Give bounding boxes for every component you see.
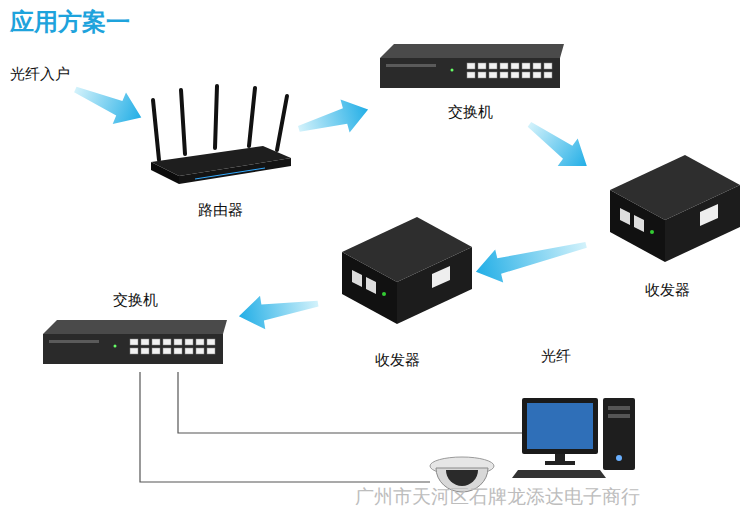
device-label: 光纤入户 [10, 64, 70, 84]
device-illustration [322, 212, 472, 370]
watermark-text: 广州市天河区石牌龙添达电子商行 [355, 485, 640, 507]
device-illustration [145, 82, 295, 220]
device-label: 收发器 [322, 350, 472, 370]
flow-arrow [528, 122, 587, 166]
device-node: 交换机 [372, 40, 568, 122]
device-label: 路由器 [145, 200, 295, 220]
flow-arrow [74, 87, 141, 124]
device-node: 收发器 [322, 212, 472, 370]
device-node: 收发器 [590, 150, 745, 300]
flow-arrow [476, 242, 587, 283]
device-label: 交换机 [35, 290, 235, 310]
device-label: 收发器 [590, 280, 745, 300]
edge-label: 光纤 [538, 346, 574, 366]
device-label: 交换机 [372, 102, 568, 122]
flow-arrow [298, 100, 368, 133]
flow-arrow [239, 296, 319, 330]
device-node: 路由器 [145, 82, 295, 220]
text-node: 光纤入户 [8, 62, 74, 88]
network-wire [140, 372, 522, 482]
computer-icon [512, 398, 635, 478]
device-node: 交换机 [35, 290, 235, 376]
diagram-title: 应用方案一 [10, 6, 130, 38]
device-illustration [590, 150, 745, 300]
